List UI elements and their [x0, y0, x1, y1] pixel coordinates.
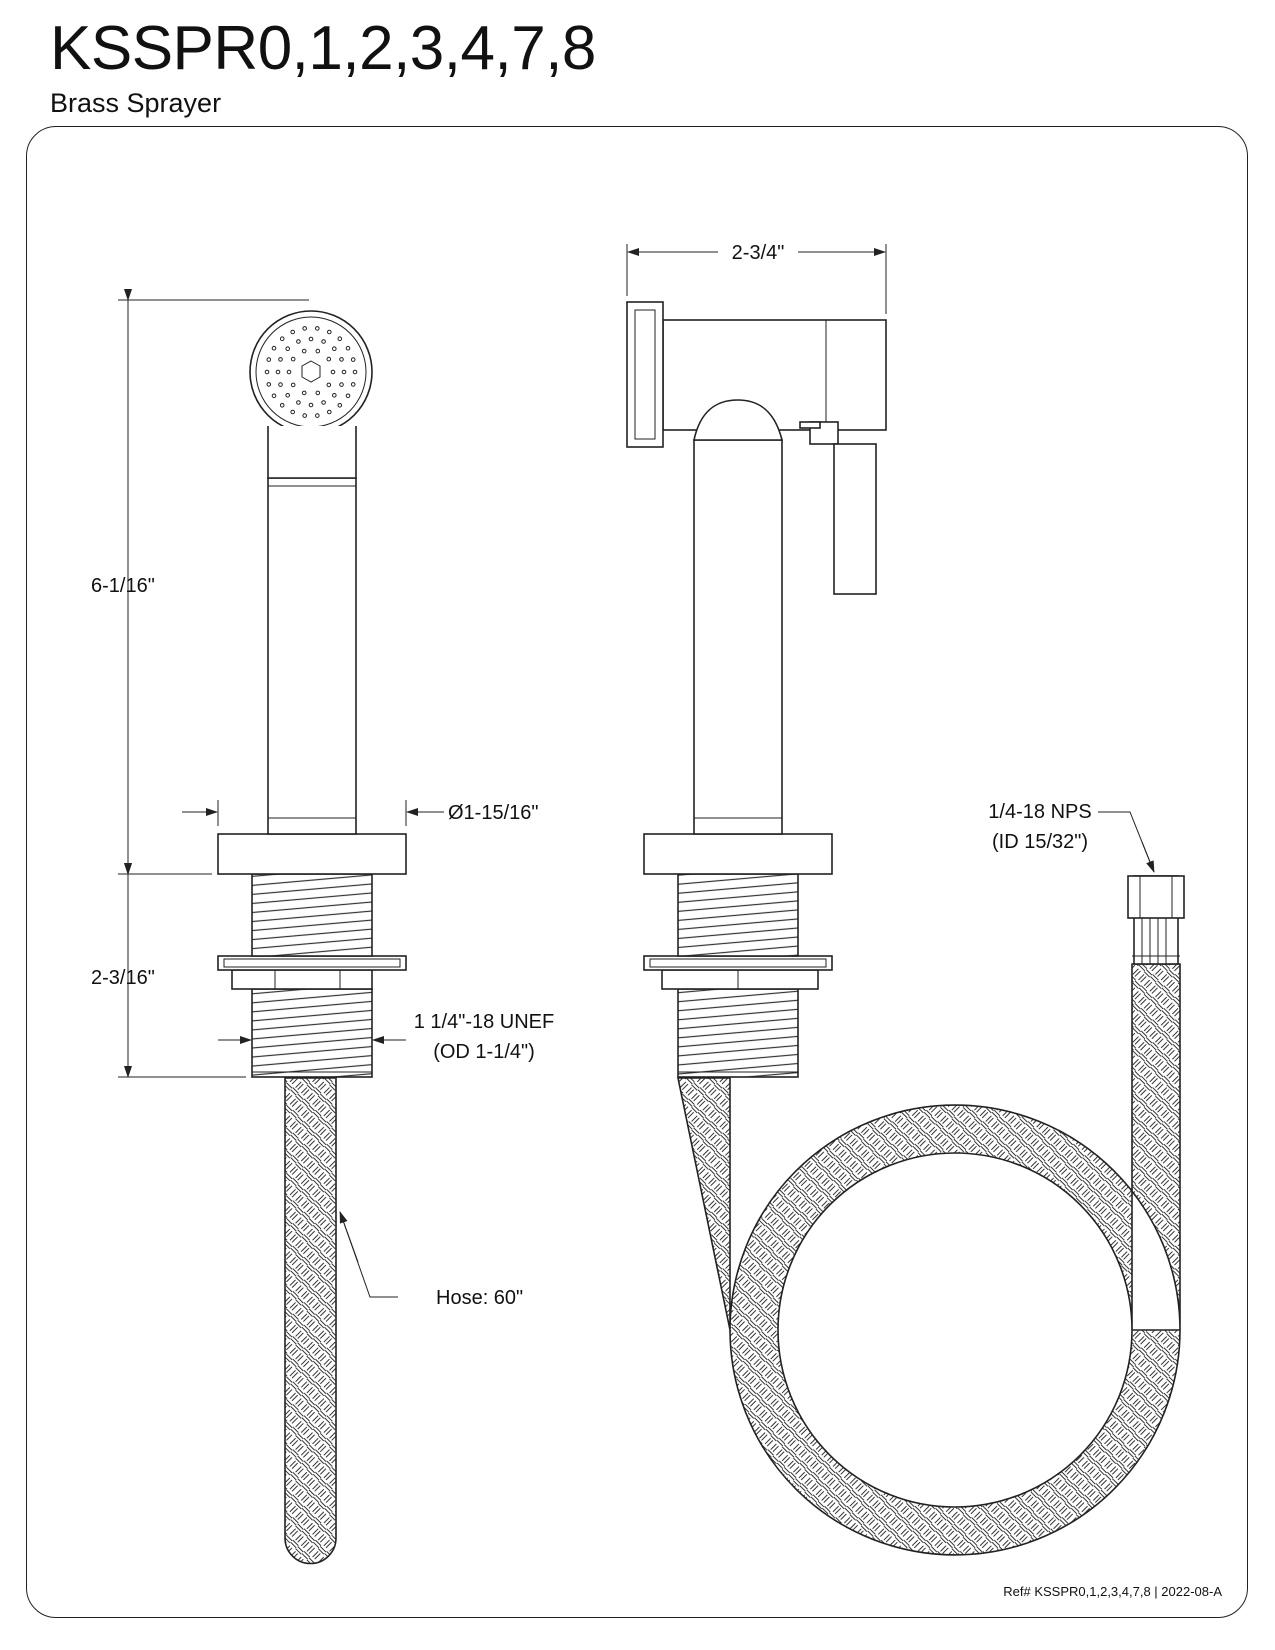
- spray-nozzle: [275, 369, 281, 375]
- spray-nozzle: [315, 413, 320, 418]
- page-subtitle: Brass Sprayer: [50, 88, 222, 118]
- front-washer: [217, 955, 407, 971]
- spray-nozzle: [271, 345, 277, 351]
- spray-nozzle: [337, 403, 343, 408]
- spray-nozzle: [327, 329, 332, 335]
- spray-nozzle: [302, 326, 308, 331]
- spray-nozzle: [350, 382, 356, 387]
- spray-nozzle: [290, 356, 296, 362]
- spray-nozzle: [302, 413, 308, 418]
- coiled-hose: [677, 963, 1181, 1556]
- spray-face: [249, 310, 373, 434]
- spray-nozzle: [290, 409, 296, 415]
- spray-nozzle: [321, 400, 326, 405]
- side-head-body: [662, 319, 887, 431]
- dim-hose: Hose: 60": [436, 1287, 523, 1309]
- spray-nozzle: [296, 339, 301, 344]
- spray-nozzle: [326, 356, 332, 362]
- spray-nozzle: [330, 369, 336, 375]
- dim-connector: 1/4-18 NPS: [988, 801, 1091, 823]
- spray-nozzle: [337, 336, 343, 342]
- front-stem: [267, 477, 357, 835]
- spray-nozzle: [352, 369, 358, 375]
- spray-nozzle: [308, 402, 314, 408]
- front-upper-shank: [251, 873, 373, 957]
- dim-thread-od: (OD 1-1/4"): [433, 1041, 535, 1063]
- spray-nozzle: [345, 393, 351, 399]
- side-view: [626, 301, 1185, 1556]
- spray-nozzle: [290, 329, 296, 335]
- spray-nozzle: [326, 382, 332, 388]
- drawing-frame: [26, 126, 1248, 1618]
- spray-nozzle: [278, 357, 283, 362]
- spray-nozzle: [296, 400, 301, 405]
- spray-nozzle: [279, 403, 285, 408]
- spray-nozzle: [321, 339, 326, 344]
- side-lever-handle: [833, 443, 877, 595]
- spray-nozzle: [285, 346, 291, 352]
- dim-diameter: Ø1-15/16": [448, 802, 539, 824]
- spray-nozzle: [327, 409, 332, 415]
- dim-height-head: 6-1/16": [91, 575, 155, 597]
- front-hose: [284, 1077, 337, 1565]
- front-view: [217, 310, 407, 1565]
- spray-nozzle: [339, 357, 344, 362]
- spray-nozzle: [285, 393, 291, 398]
- spray-nozzle: [279, 336, 285, 342]
- spray-nozzle: [301, 348, 307, 354]
- side-lower-shank: [677, 988, 799, 1078]
- dim-thread: 1 1/4"-18 UNEF: [414, 1011, 555, 1033]
- spray-nozzle: [271, 393, 277, 399]
- spray-nozzle: [301, 390, 307, 396]
- spray-nozzles: [264, 326, 358, 418]
- spray-nozzle: [278, 382, 283, 387]
- side-upper-shank: [677, 873, 799, 957]
- spray-nozzle: [315, 326, 320, 331]
- spray-nozzle: [266, 357, 272, 362]
- side-dimensions: [626, 244, 1155, 873]
- spray-nozzle: [290, 382, 296, 388]
- dim-width: 2-3/4": [732, 242, 785, 264]
- spray-nozzle: [350, 357, 356, 362]
- front-lower-shank: [251, 988, 373, 1078]
- spray-nozzle: [315, 390, 321, 396]
- spray-nozzle: [264, 369, 270, 375]
- spray-nozzle: [315, 348, 321, 354]
- dim-connector-id: (ID 15/32"): [992, 831, 1088, 853]
- front-hex-nut: [231, 969, 373, 990]
- spray-nozzle: [345, 345, 351, 351]
- spray-nozzle: [332, 346, 337, 352]
- side-face-plate: [626, 301, 664, 448]
- dim-height-shank: 2-3/16": [91, 967, 155, 989]
- side-hex-nut: [661, 969, 819, 990]
- front-dimensions: [118, 289, 444, 1298]
- spray-nozzle: [266, 382, 272, 387]
- side-base-flange: [643, 833, 833, 875]
- side-stem: [693, 439, 783, 835]
- spray-nozzle: [341, 369, 347, 375]
- spray-nozzle: [286, 369, 292, 375]
- front-base-flange: [217, 833, 407, 875]
- side-washer: [643, 955, 833, 971]
- spray-nozzle: [332, 393, 337, 398]
- spray-nozzle: [339, 382, 344, 387]
- reference-number: Ref# KSSPR0,1,2,3,4,7,8 | 2022-08-A: [1003, 1584, 1222, 1599]
- page-title: KSSPR0,1,2,3,4,7,8: [50, 14, 596, 83]
- spray-nozzle: [308, 336, 314, 342]
